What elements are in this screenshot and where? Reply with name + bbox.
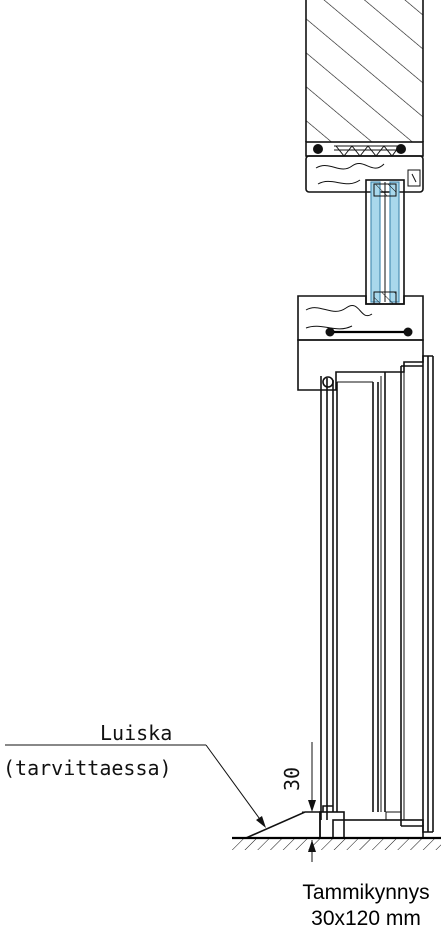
transom-glazing	[365, 179, 405, 305]
ramp-note: (tarvittaessa)	[3, 756, 172, 780]
door-leaf	[320, 355, 434, 832]
upper-wall	[305, 0, 424, 142]
threshold-area	[232, 805, 441, 850]
dimension-label: 30	[280, 767, 304, 791]
dimension-30	[302, 742, 324, 862]
ramp-leader	[5, 744, 266, 828]
transom-bar	[297, 295, 424, 341]
sill-caption-name: Tammikynnys	[302, 881, 429, 904]
sill-caption-size: 30x120 mm	[311, 907, 421, 930]
head-frame	[305, 141, 424, 193]
ramp-label: Luiska	[100, 721, 172, 745]
